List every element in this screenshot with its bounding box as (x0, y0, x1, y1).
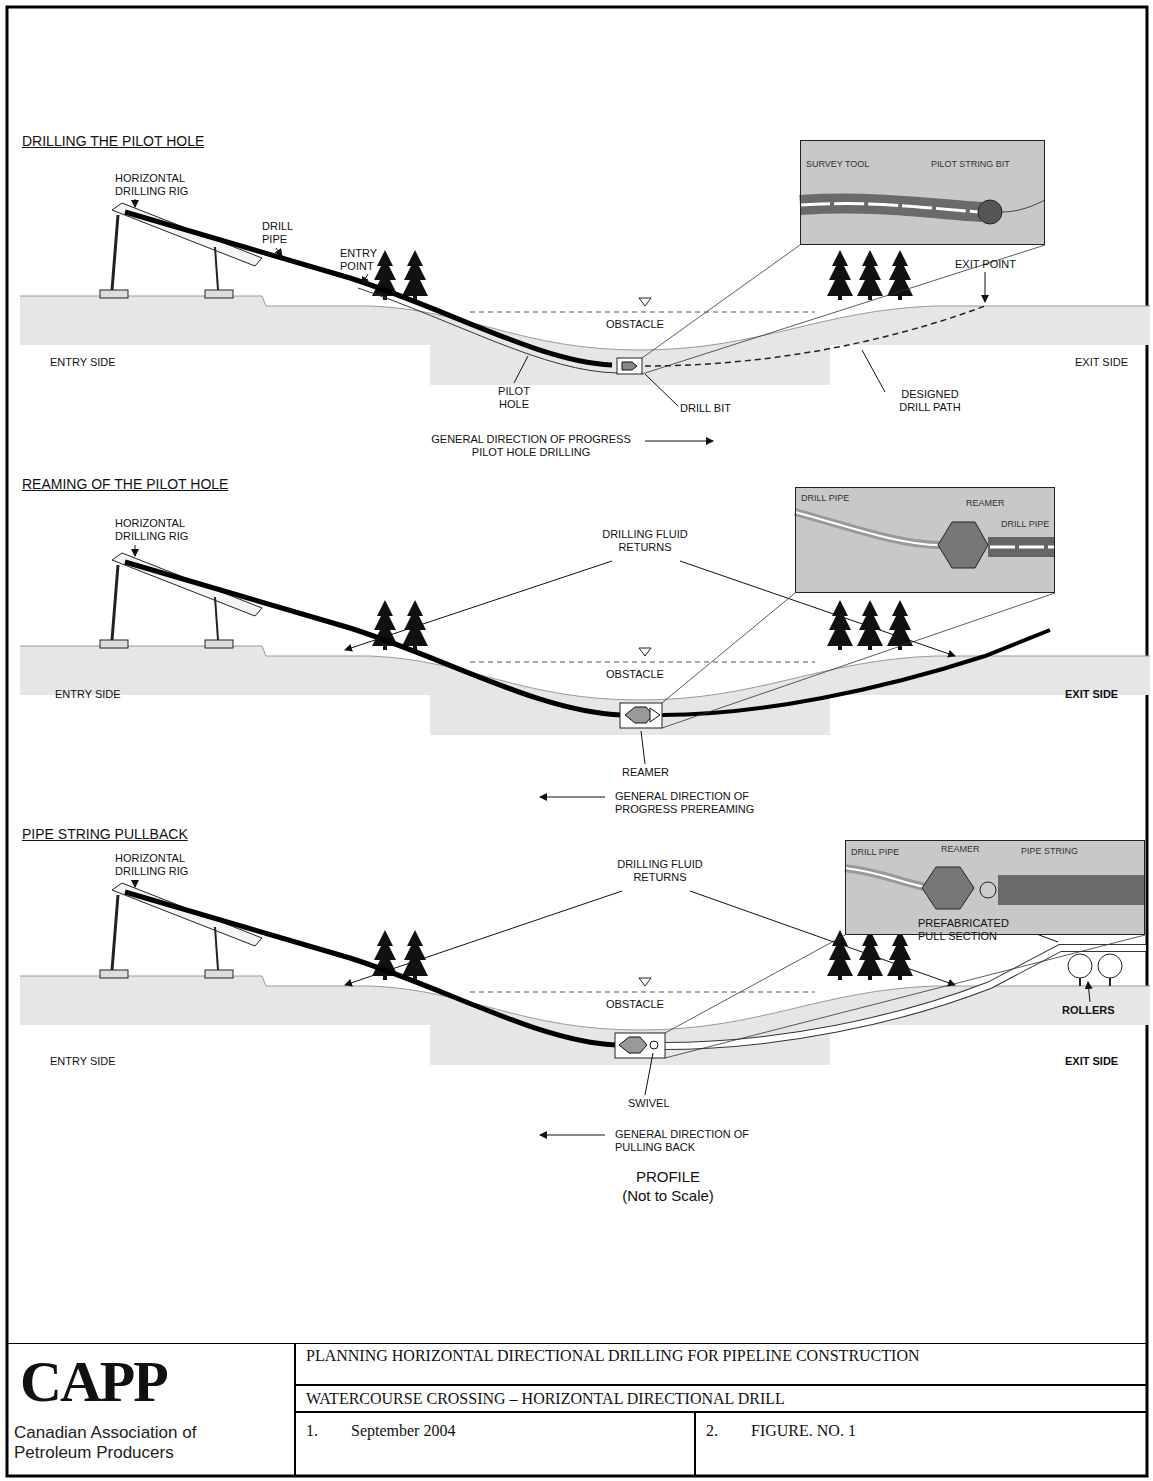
roller (1098, 954, 1122, 978)
inset-ground (795, 487, 1055, 593)
part-label: ENTRY SIDE (50, 356, 116, 369)
part-label: EXIT SIDE (1065, 1055, 1118, 1068)
part-label: HORIZONTAL DRILLING RIG (115, 852, 200, 878)
part-label: HORIZONTAL DRILLING RIG (115, 517, 200, 543)
title-block-cell: CAPP Canadian Association of Petroleum Pr… (7, 1343, 295, 1476)
pilot-bit (978, 200, 1002, 224)
detail-inset: SURVEY TOOL PILOT STRING BIT (800, 140, 1045, 245)
reamer (922, 867, 974, 909)
callout-label: DRILL PIPE (1001, 519, 1049, 530)
part-label: ENTRY SIDE (50, 1055, 116, 1068)
part-label: DRILL BIT (680, 402, 731, 415)
part-label: OBSTACLE (600, 318, 670, 331)
part-label: OBSTACLE (600, 668, 670, 681)
pipe-string (998, 875, 1145, 905)
part-label: GENERAL DIRECTION OF PULLING BACK (615, 1128, 790, 1154)
title-text: PLANNING HORIZONTAL DIRECTIONAL DRILLING… (306, 1346, 1136, 1366)
detail-inset: REAMER DRILL PIPE DRILL PIPE (795, 487, 1055, 593)
title-text: Canadian Association of Petroleum Produc… (14, 1423, 219, 1463)
callout-label: PILOT STRING BIT (931, 159, 1010, 170)
roller (1068, 954, 1092, 978)
survey-tool (800, 204, 982, 212)
swivel (650, 1041, 658, 1049)
panel-heading: DRILLING THE PILOT HOLE (22, 133, 204, 149)
part-label: DRILLING FLUID RETURNS (600, 858, 720, 884)
title-text: WATERCOURSE CROSSING – HORIZONTAL DIRECT… (306, 1389, 1136, 1409)
drill-pipe (125, 212, 612, 365)
part-label: DESIGNED DRILL PATH (890, 388, 970, 414)
title-text: 2. (706, 1421, 718, 1441)
part-label: ENTRY POINT (340, 247, 385, 273)
part-label: PILOT HOLE (493, 385, 535, 411)
detail-inset: DRILL PIPE REAMER PIPE STRING (845, 840, 1145, 935)
panel-heading: REAMING OF THE PILOT HOLE (22, 476, 228, 492)
panel-heading: PIPE STRING PULLBACK (22, 826, 188, 842)
swivel (980, 882, 996, 898)
reamer (938, 522, 988, 568)
callout-label: PIPE STRING (1021, 846, 1078, 857)
part-label: GENERAL DIRECTION OF PROGRESS PREREAMING (615, 790, 790, 816)
reamer-box (615, 1033, 665, 1058)
title-block-cell: 1. September 2004 (295, 1412, 695, 1476)
inset-ground (800, 140, 1045, 245)
callout-label: DRILL PIPE (801, 493, 849, 504)
title-text: FIGURE. NO. 1 (751, 1421, 1131, 1441)
part-label: PREFABRICATED PULL SECTION (918, 917, 1018, 943)
reamer (619, 1037, 647, 1053)
page-frame (7, 7, 1147, 1476)
reamer-box (620, 703, 662, 728)
bit-box (617, 358, 642, 374)
title-text: 1. (306, 1421, 318, 1441)
drill-pipe (125, 562, 622, 715)
drill-pipe (125, 892, 617, 1045)
callout-label: DRILL PIPE (851, 847, 899, 858)
title-text: CAPP (20, 1350, 167, 1414)
part-label: EXIT SIDE (1075, 356, 1128, 369)
part-label: DRILL PIPE (262, 220, 302, 246)
callout-label: REAMER (941, 844, 980, 855)
title-block-cell: PLANNING HORIZONTAL DIRECTIONAL DRILLING… (295, 1343, 1147, 1385)
reamer (625, 707, 653, 723)
part-label: SWIVEL (628, 1097, 670, 1110)
part-label: PROFILE (600, 1168, 736, 1186)
part-label: EXIT POINT (955, 258, 1016, 271)
part-label: HORIZONTAL DRILLING RIG (115, 172, 200, 198)
part-label: OBSTACLE (600, 998, 670, 1011)
part-label: EXIT SIDE (1065, 688, 1118, 701)
part-label: (Not to Scale) (600, 1187, 736, 1205)
title-text: September 2004 (351, 1421, 681, 1441)
title-block-cell: WATERCOURSE CROSSING – HORIZONTAL DIRECT… (295, 1385, 1147, 1412)
part-label: GENERAL DIRECTION OF PROGRESS PILOT HOLE… (420, 433, 642, 459)
drill-pipe (662, 630, 1050, 715)
part-label: ENTRY SIDE (55, 688, 121, 701)
title-block-cell: 2. FIGURE. NO. 1 (695, 1412, 1147, 1476)
callout-label: SURVEY TOOL (806, 159, 869, 170)
part-label: REAMER (622, 766, 669, 779)
part-label: ROLLERS (1062, 1004, 1115, 1017)
drill-bit (622, 362, 637, 370)
callout-label: REAMER (966, 498, 1005, 509)
pilot-hole (358, 288, 618, 373)
part-label: DRILLING FLUID RETURNS (585, 528, 705, 554)
